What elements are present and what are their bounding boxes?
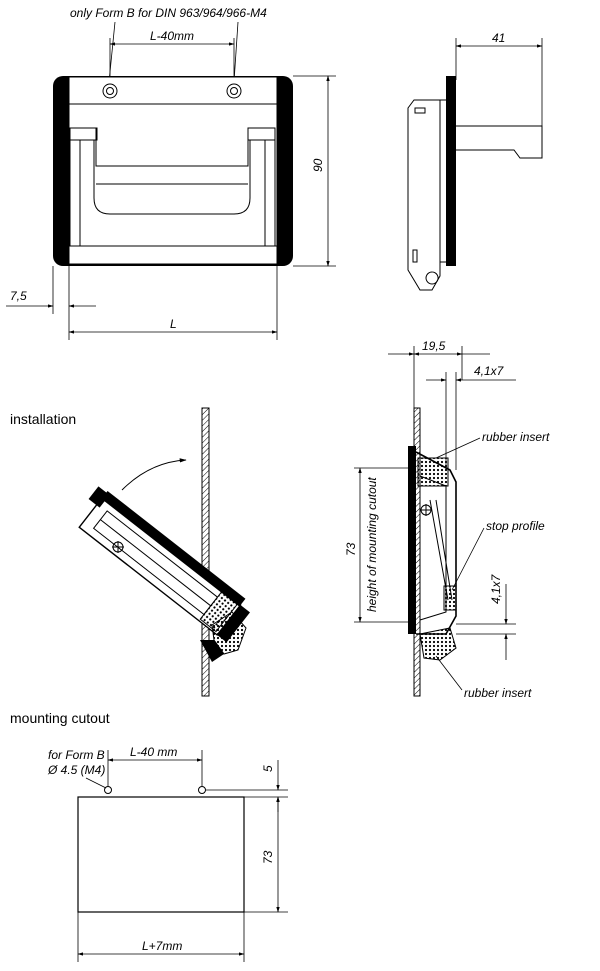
rubber-insert-bottom-label: rubber insert: [464, 686, 532, 700]
gap-top-dim: 4,1x7: [474, 364, 505, 378]
depth-dim: 41: [492, 31, 505, 45]
side-view: 41: [407, 31, 543, 291]
rubber-insert-top-label: rubber insert: [482, 430, 550, 444]
hole-spacing-dim: L-40mm: [150, 29, 194, 43]
height-dim: 90: [311, 158, 325, 172]
offset-dim: 7,5: [10, 289, 27, 303]
mounting-cutout-view: mounting cutout for Form B Ø 4.5 (M4) L-…: [10, 710, 288, 962]
hole-diameter-note: Ø 4.5 (M4): [47, 763, 105, 777]
form-b-hole-note: for Form B: [48, 748, 105, 762]
width-19-5-dim: 19,5: [422, 339, 446, 353]
hole-offset-dim: 5: [261, 765, 275, 772]
installation-view: installation: [10, 407, 250, 697]
cutout-width-dim: L+7mm: [142, 939, 182, 953]
mounting-cutout-label: mounting cutout: [10, 710, 110, 726]
length-dim: L: [170, 317, 177, 331]
gap-side-dim: 4,1x7: [489, 573, 503, 604]
section-view: 19,5 4,1x7 73 height of mounting cutout …: [344, 339, 550, 700]
installation-label: installation: [10, 411, 76, 427]
cutout-hole-spacing-dim: L-40 mm: [130, 745, 177, 759]
form-b-note: only Form B for DIN 963/964/966-M4: [70, 6, 267, 20]
cutout-height-label: height of mounting cutout: [365, 477, 379, 612]
front-view: only Form B for DIN 963/964/966-M4 L-40m…: [6, 6, 336, 340]
cutout-height-dim: 73: [344, 542, 358, 556]
stop-profile-label: stop profile: [486, 519, 545, 533]
cutout-height-73-dim: 73: [261, 850, 275, 864]
